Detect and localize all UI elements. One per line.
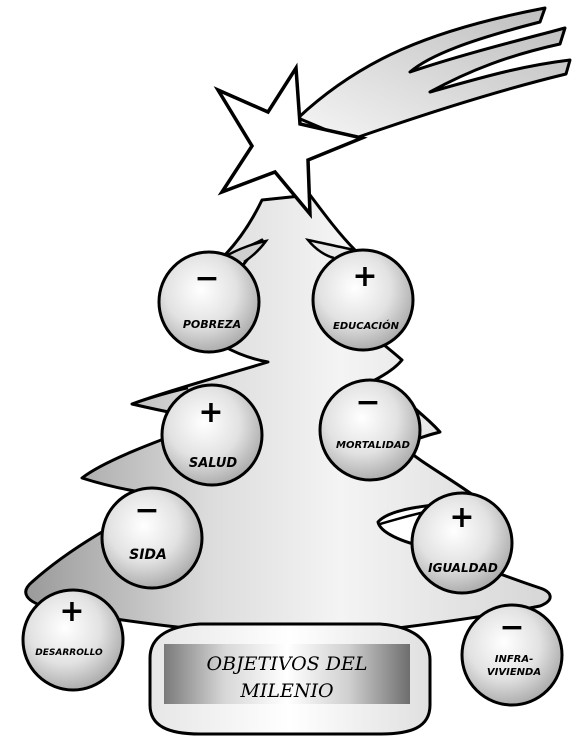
ornament-desarrollo: + DESARROLLO bbox=[23, 590, 123, 690]
ornament-label: POBREZA bbox=[183, 318, 241, 331]
minus-icon: − bbox=[355, 385, 380, 420]
ornament-mortalidad: − MORTALIDAD bbox=[320, 380, 420, 480]
ornament-pobreza: − POBREZA bbox=[159, 252, 259, 352]
title-line-1: OBJETIVOS DEL bbox=[207, 653, 368, 675]
ornament-label-line-2: VIVIENDA bbox=[487, 667, 541, 678]
plus-icon: + bbox=[352, 259, 377, 294]
title-line-2: MILENIO bbox=[239, 680, 334, 702]
minus-icon: − bbox=[134, 493, 159, 528]
plus-icon: + bbox=[198, 395, 223, 430]
plus-icon: + bbox=[59, 594, 84, 629]
ornament-label-line-1: INFRA- bbox=[495, 654, 534, 665]
ornament-infravivienda: − INFRA- VIVIENDA bbox=[462, 605, 562, 705]
ornament-igualdad: + IGUALDAD bbox=[412, 493, 512, 593]
comet-tail bbox=[298, 8, 570, 140]
ornament-label: SALUD bbox=[189, 456, 238, 471]
ornament-educacion: + EDUCACIÓN bbox=[313, 250, 413, 350]
ornament-sida: − SIDA bbox=[102, 488, 202, 588]
tree-base: OBJETIVOS DEL MILENIO bbox=[150, 624, 430, 734]
ornament-label: MORTALIDAD bbox=[336, 440, 410, 451]
minus-icon: − bbox=[194, 261, 219, 296]
plus-icon: + bbox=[449, 500, 474, 535]
ornament-salud: + SALUD bbox=[162, 385, 262, 485]
minus-icon: − bbox=[499, 610, 524, 645]
ornament-label: DESARROLLO bbox=[35, 648, 103, 658]
ornament-label: IGUALDAD bbox=[428, 561, 498, 575]
ornament-label: EDUCACIÓN bbox=[333, 319, 400, 332]
ornament-label: SIDA bbox=[129, 547, 167, 563]
